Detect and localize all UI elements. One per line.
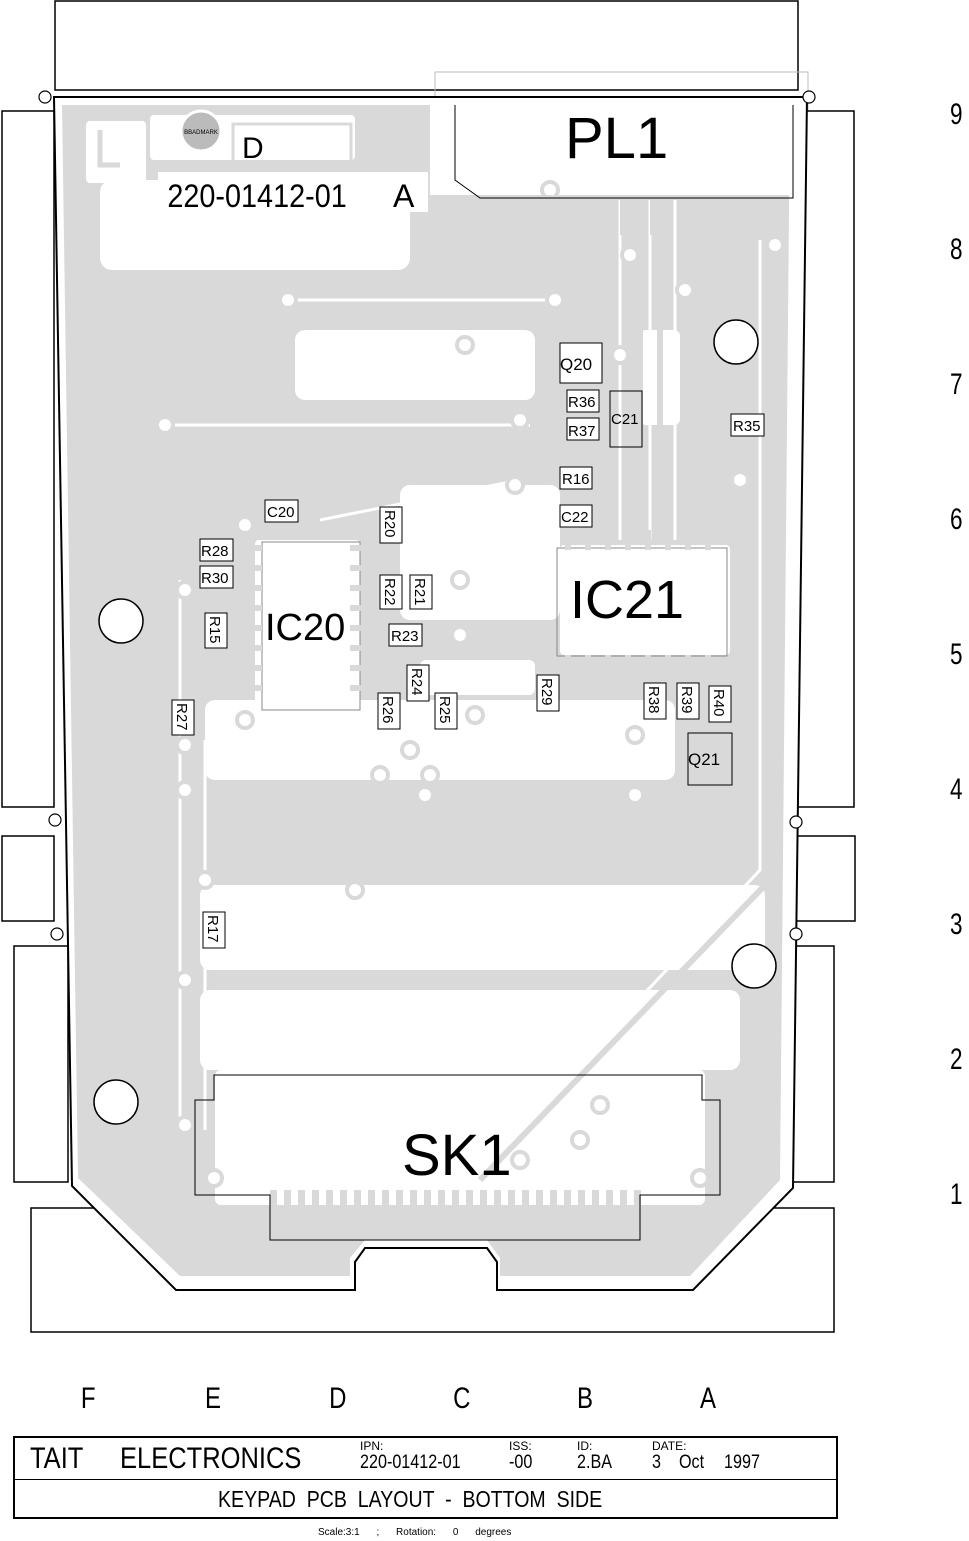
label-r27: R27 [173,703,190,731]
side-block-left-lower [13,945,69,1183]
drawing-subtitle: KEYPAD PCB LAYOUT - BOTTOM SIDE [218,1486,603,1512]
date-day: 3 [652,1452,661,1473]
sk1-body-outline [194,1074,721,1241]
grid-row-1: 1 [950,1178,963,1211]
ipn-label: IPN: [360,1439,384,1453]
label-r26: R26 [379,696,396,724]
components [171,342,765,949]
ic21-outline [556,547,728,657]
label-sk1: SK1 [402,1123,512,1188]
rotation-value: 0 [452,1527,459,1538]
label-q20: Q20 [560,355,592,374]
grid-col-b: B [577,1382,594,1415]
label-pl1: PL1 [565,106,668,171]
grid-row-7: 7 [950,368,963,401]
side-block-left-middle [1,835,55,922]
grid-row-5: 5 [950,638,963,671]
date-month: Oct [679,1452,705,1473]
pl1-body-outline [454,105,794,199]
grid-col-f: F [80,1382,96,1415]
date-label: DATE: [652,1439,687,1453]
grid-row-6: 6 [950,503,963,536]
grid-row-9: 9 [950,98,963,131]
sk1-pins [270,1190,641,1232]
side-block-left-upper [1,110,55,808]
label-q21: Q21 [688,750,720,769]
badmark-label: BBADMARK [184,130,218,136]
grid-row-8: 8 [950,233,963,266]
label-r22: R22 [381,578,398,606]
label-r23: R23 [391,628,419,645]
grid-row-4: 4 [950,773,963,806]
label-r37: R37 [568,423,596,440]
sk1-peg-right [690,1168,710,1188]
id-label: ID: [577,1439,593,1453]
title-block-divider [15,1479,836,1480]
label-c22: C22 [561,509,589,526]
fine-traces [165,200,762,1182]
label-r24: R24 [408,668,425,696]
silk-d-box [231,122,353,166]
title-block: TAIT ELECTRONICS IPN: 220-01412-01 ISS: … [13,1436,838,1519]
iss-value: -00 [509,1452,533,1473]
label-r17: R17 [204,915,221,943]
rotation-unit: degrees [475,1527,512,1538]
label-r36: R36 [568,394,596,411]
silk-d-letter: D [242,132,264,165]
ic21-pins [565,530,711,675]
silk-part-number: 220-01412-01 [167,179,346,215]
silk-revision: A [393,178,415,214]
grid-col-a: A [700,1382,717,1415]
grid-row-3: 3 [950,908,963,941]
label-r20: R20 [381,510,398,538]
company-name-electronics: ELECTRONICS [120,1442,302,1475]
date-year: 1997 [724,1452,760,1473]
label-r16: R16 [562,471,590,488]
grid-row-2: 2 [950,1043,963,1076]
label-r21: R21 [411,578,428,606]
badmark-circle [179,109,223,153]
grid-col-d: D [329,1382,347,1415]
label-r40: R40 [710,689,727,717]
label-ic21: IC21 [570,570,684,630]
label-r39: R39 [678,686,695,714]
company-name-tait: TAIT [30,1442,84,1475]
edge-holes [38,90,816,941]
via-pads [155,180,785,1170]
scale-separator: ; [376,1527,380,1538]
sk1-peg-left [204,1168,224,1188]
pl1-connector-outline [54,0,799,91]
scale-rotation-line: Scale:3:1 ; Rotation: 0 degrees [318,1527,525,1538]
ic20-pins [248,545,364,691]
label-r38: R38 [645,686,662,714]
silk-corner-l [97,130,120,168]
grid-col-c: C [453,1382,471,1415]
side-block-right-middle [787,835,856,922]
label-ic20: IC20 [265,607,345,649]
pl1-pins [500,195,732,235]
label-r30: R30 [201,570,229,587]
id-value: 2.BA [577,1452,613,1473]
label-r25: R25 [436,696,453,724]
label-r15: R15 [206,616,223,644]
iss-label: ISS: [509,1439,532,1453]
mounting-holes [93,319,777,1125]
label-r29: R29 [538,678,555,706]
rotation-label: Rotation: [396,1527,437,1538]
label-r35: R35 [733,418,761,435]
grid-col-e: E [205,1382,222,1415]
ipn-value: 220-01412-01 [360,1452,461,1473]
label-c20: C20 [267,504,295,521]
label-r28: R28 [201,543,229,560]
label-c21: C21 [611,411,639,428]
scale-text: Scale:3:1 [318,1527,360,1538]
